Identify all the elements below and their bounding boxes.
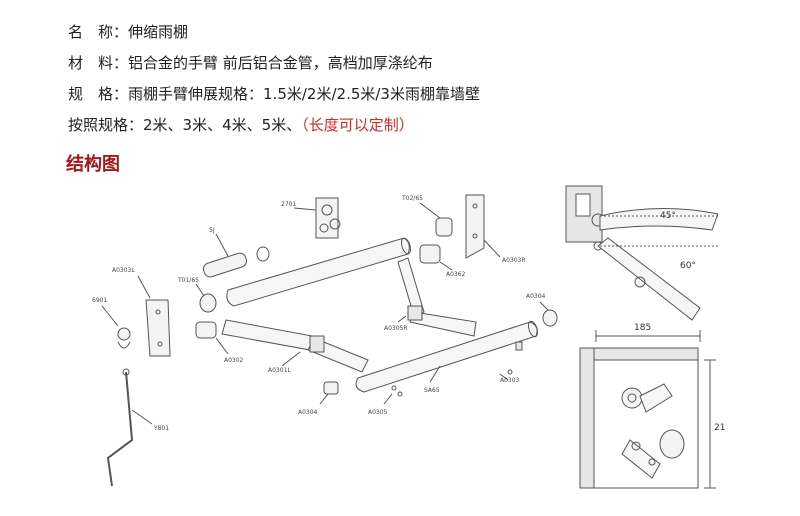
side-view-top: 45° 60°: [565, 185, 720, 321]
part-sa65: SA65: [424, 365, 441, 394]
angle-label-2: 60°: [680, 261, 696, 271]
label-a0301l: A0301L: [268, 367, 291, 374]
label-a0304-lower: A0304: [298, 409, 318, 416]
part-t0165: T01/65: [177, 277, 217, 313]
part-a0304-lower: A0304: [298, 381, 339, 416]
section-title: 结构图: [66, 154, 120, 175]
label-a0305r: A0305R: [384, 325, 408, 332]
label-5j: 5J: [209, 227, 215, 234]
label-a0304: A0304: [526, 293, 546, 300]
part-t0265: T02/65: [401, 195, 453, 237]
part-a0305: A0305: [368, 385, 403, 416]
part-a0302: A0302: [195, 321, 244, 364]
label-a0303r: A0303R: [502, 257, 526, 264]
label-a0362: A0362: [446, 271, 466, 278]
label-6901: 6901: [92, 297, 107, 304]
label-a0305: A0305: [368, 409, 388, 416]
part-upper-bar: [226, 237, 412, 307]
part-a0362: A0362: [419, 244, 466, 278]
spec-size: 规 格：雨棚手臂伸展规格：1.5米/2米/2.5米/3米雨棚靠墙壁: [68, 85, 480, 103]
height-dimension: 21: [714, 423, 725, 433]
width-dimension: 185: [634, 323, 651, 333]
side-view-bottom: 185 21: [579, 323, 725, 489]
label-a0303: A0303: [500, 377, 520, 384]
part-2701: 2701: [281, 197, 341, 239]
part-arm-right: A0305R: [384, 257, 477, 337]
label-a0302: A0302: [224, 357, 244, 364]
label-2701: 2701: [281, 201, 296, 208]
part-y801-crank: Y801: [106, 368, 169, 487]
part-6901: 6901: [92, 297, 131, 349]
label-a0303l: A0303L: [112, 267, 135, 274]
part-5j: 5J: [202, 227, 270, 278]
part-lower-bar: [355, 320, 539, 393]
label-sa65: SA65: [424, 387, 440, 394]
angle-label-1: 45°: [660, 211, 676, 221]
part-a0304: A0304: [526, 293, 558, 327]
spec-material: 材 料：铝合金的手臂 前后铝合金管，高档加厚涤纶布: [68, 54, 433, 72]
spec-name: 名 称：伸缩雨棚: [68, 23, 189, 41]
spec-lengths: 按照规格：2米、3米、4米、5米、（长度可以定制）: [68, 116, 414, 134]
part-a0303r: A0303R: [465, 194, 526, 264]
part-a0303: A0303: [499, 369, 520, 384]
part-arm-left: A0301L: [221, 319, 369, 374]
label-y801: Y801: [153, 425, 169, 432]
label-t0265: T02/65: [401, 195, 423, 202]
part-a0303l: A0303L: [112, 267, 171, 357]
label-t0165: T01/65: [177, 277, 199, 284]
